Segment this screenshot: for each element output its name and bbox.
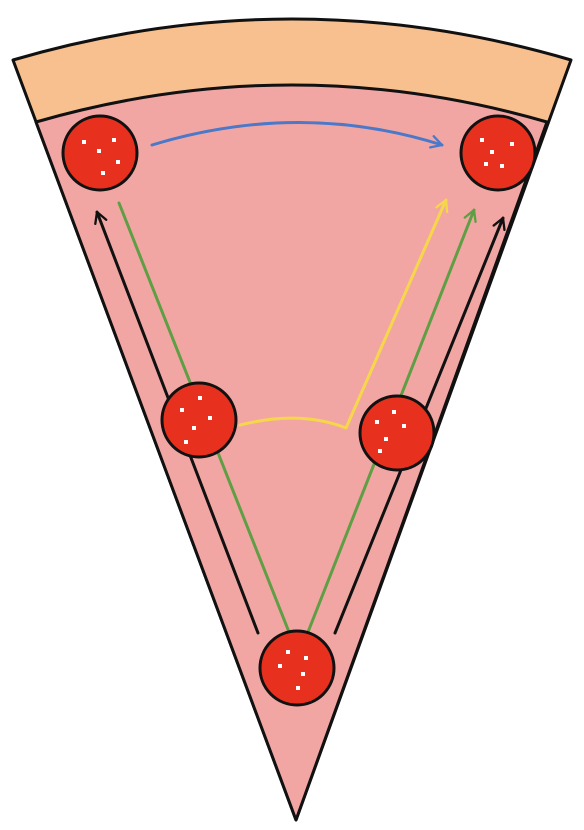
- pizza-sauce: [36, 85, 547, 820]
- pepperoni-top-right: [461, 116, 535, 190]
- pepperoni-top-left: [63, 116, 137, 190]
- pepperoni-middle-right: [360, 396, 434, 470]
- pepperoni-bottom: [260, 631, 334, 705]
- pepperoni-middle-left: [162, 383, 236, 457]
